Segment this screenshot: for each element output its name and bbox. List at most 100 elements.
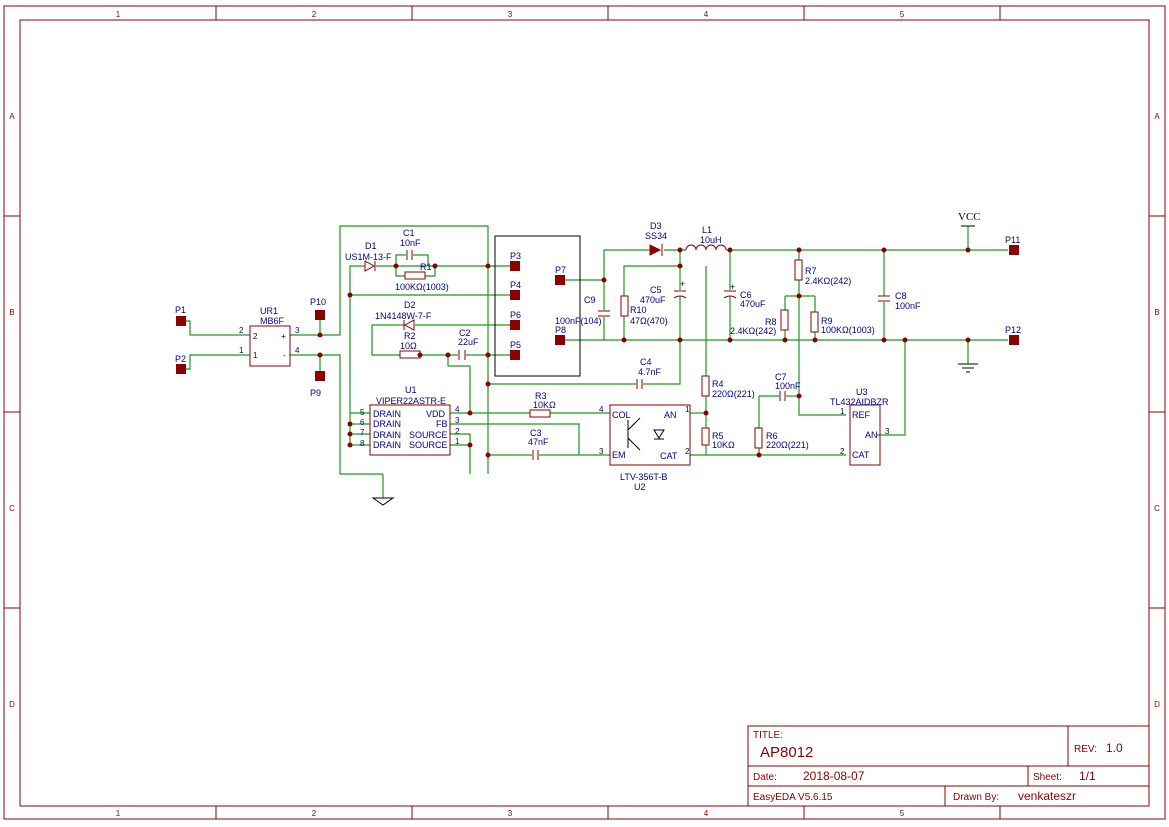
u1-pin-5: 5 bbox=[360, 408, 365, 417]
r3-ref: R3 bbox=[535, 391, 547, 401]
junctions bbox=[317, 247, 971, 458]
grid-row-c-left: C bbox=[9, 504, 15, 513]
c7-ref: C7 bbox=[775, 372, 787, 382]
d3-value: SS34 bbox=[645, 231, 667, 241]
transformer-outline bbox=[494, 235, 581, 377]
ur1-bridge-rectifier: UR1 MB6F 2 1 + - 2 1 3 4 bbox=[239, 306, 300, 367]
grid-col-2-bottom: 2 bbox=[312, 809, 317, 818]
r4-value: 220Ω(221) bbox=[712, 389, 755, 399]
c6-electrolytic-capacitor: + C6 470uF bbox=[723, 282, 766, 309]
u1-drain-6: DRAIN bbox=[373, 419, 401, 429]
sheet-value: 1/1 bbox=[1079, 769, 1096, 783]
u2-pin-1: 1 bbox=[685, 405, 690, 414]
ground-symbol-primary bbox=[371, 497, 395, 506]
u1-source-2: SOURCE bbox=[409, 430, 448, 440]
c4-value: 4.7nF bbox=[638, 367, 662, 377]
c5-electrolytic-capacitor: + C5 470uF bbox=[640, 279, 687, 305]
p11-label: P11 bbox=[1005, 235, 1020, 245]
p5-label: P5 bbox=[510, 340, 521, 350]
u3-cat: CAT bbox=[852, 450, 870, 460]
p10-label: P10 bbox=[310, 297, 326, 307]
u1-pin-6: 6 bbox=[360, 418, 365, 427]
date-value: 2018-08-07 bbox=[803, 769, 865, 783]
u1-pin-8: 8 bbox=[360, 439, 365, 448]
r3-value: 10KΩ bbox=[533, 400, 556, 410]
c1-ref: C1 bbox=[403, 228, 415, 238]
grid-row-b-left: B bbox=[9, 308, 14, 317]
u2-optocoupler: COL EM AN CAT 4 3 1 2 LTV-356T-B U2 bbox=[599, 404, 691, 492]
c2-value: 22uF bbox=[458, 337, 479, 347]
p2-label: P2 bbox=[175, 354, 186, 364]
u1-fb: FB bbox=[436, 419, 448, 429]
r2-resistor: R2 10Ω bbox=[399, 331, 421, 359]
c7-value: 100nF bbox=[775, 381, 801, 391]
p9-label: P9 bbox=[310, 388, 321, 398]
drawing-frame: 1 2 3 4 5 1 2 3 4 5 A B C D A B C D bbox=[3, 5, 1166, 820]
u2-an: AN bbox=[664, 410, 677, 420]
l1-value: 10uH bbox=[700, 235, 722, 245]
u2-col: COL bbox=[612, 410, 631, 420]
u3-pin-2: 2 bbox=[840, 447, 845, 456]
grid-col-1-top: 1 bbox=[116, 10, 121, 19]
rev-label: REV: bbox=[1074, 744, 1097, 755]
r8-resistor: R8 2.4KΩ(242) bbox=[730, 309, 789, 336]
c9-ref: C9 bbox=[584, 295, 596, 305]
u2-pin-4: 4 bbox=[599, 405, 604, 414]
tool-name: EasyEDA V5.6.15 bbox=[753, 792, 833, 803]
c3-ref: C3 bbox=[530, 428, 542, 438]
u1-drain-7: DRAIN bbox=[373, 430, 401, 440]
u1-pin-1: 1 bbox=[455, 437, 460, 446]
r2-value: 10Ω bbox=[400, 341, 417, 351]
grid-col-4-bottom: 4 bbox=[704, 809, 709, 818]
r10-ref: R10 bbox=[630, 305, 647, 315]
c4-ref: C4 bbox=[640, 357, 652, 367]
p12-label: P12 bbox=[1005, 325, 1021, 335]
p6-label: P6 bbox=[510, 310, 521, 320]
r8-value: 2.4KΩ(242) bbox=[730, 326, 776, 336]
d3-schottky-diode: D3 SS34 bbox=[645, 221, 667, 256]
r10-resistor: R10 47Ω(470) bbox=[620, 295, 668, 326]
ur1-pin-1: 1 bbox=[253, 351, 258, 360]
drawn-by-value: venkateszr bbox=[1018, 789, 1076, 803]
r4-resistor: R4 220Ω(221) bbox=[701, 375, 755, 399]
grid-row-c-right: C bbox=[1154, 504, 1160, 513]
r9-resistor: R9 100KΩ(1003) bbox=[810, 311, 875, 335]
u2-value: LTV-356T-B bbox=[620, 472, 667, 482]
ur1-plus: + bbox=[281, 332, 286, 341]
c7-capacitor: C7 100nF bbox=[775, 372, 801, 401]
c5-ref: C5 bbox=[650, 285, 662, 295]
r5-ref: R5 bbox=[712, 431, 724, 441]
u1-source-1: SOURCE bbox=[409, 440, 448, 450]
u3-an: AN bbox=[865, 430, 878, 440]
r8-ref: R8 bbox=[765, 317, 777, 327]
c9-capacitor: C9 100nF(104) bbox=[555, 295, 610, 326]
d2-value: 1N4148W-7-F bbox=[375, 311, 432, 321]
vcc-symbol: VCC bbox=[958, 211, 981, 227]
r4-ref: R4 bbox=[712, 379, 724, 389]
u2-em: EM bbox=[612, 450, 626, 460]
u2-ref: U2 bbox=[634, 482, 646, 492]
c2-ref: C2 bbox=[459, 328, 471, 338]
u3-shunt-regulator: U3 TL432AIDBZR REF AN CAT 1 2 3 bbox=[830, 387, 890, 466]
p3-label: P3 bbox=[510, 251, 521, 261]
u1-pin-4: 4 bbox=[455, 405, 460, 414]
r10-value: 47Ω(470) bbox=[630, 316, 668, 326]
c9-value: 100nF(104) bbox=[555, 316, 602, 326]
rev-value: 1.0 bbox=[1106, 741, 1123, 755]
c6-plus: + bbox=[730, 282, 735, 292]
p1-label: P1 bbox=[175, 305, 186, 315]
date-label: Date: bbox=[753, 772, 777, 783]
c8-value: 100nF bbox=[895, 301, 921, 311]
u1-pin-2: 2 bbox=[455, 427, 460, 436]
u2-pin-2: 2 bbox=[685, 447, 690, 456]
p4-label: P4 bbox=[510, 280, 521, 290]
grid-col-5-bottom: 5 bbox=[900, 809, 905, 818]
r1-ref: R1 bbox=[420, 262, 432, 272]
u1-drain-8: DRAIN bbox=[373, 440, 401, 450]
d1-value: US1M-13-F bbox=[345, 252, 392, 262]
connector-pads bbox=[176, 245, 1019, 381]
grid-row-b-right: B bbox=[1154, 308, 1159, 317]
title-label: TITLE: bbox=[753, 730, 783, 741]
r7-resistor: R7 2.4KΩ(242) bbox=[794, 259, 851, 286]
